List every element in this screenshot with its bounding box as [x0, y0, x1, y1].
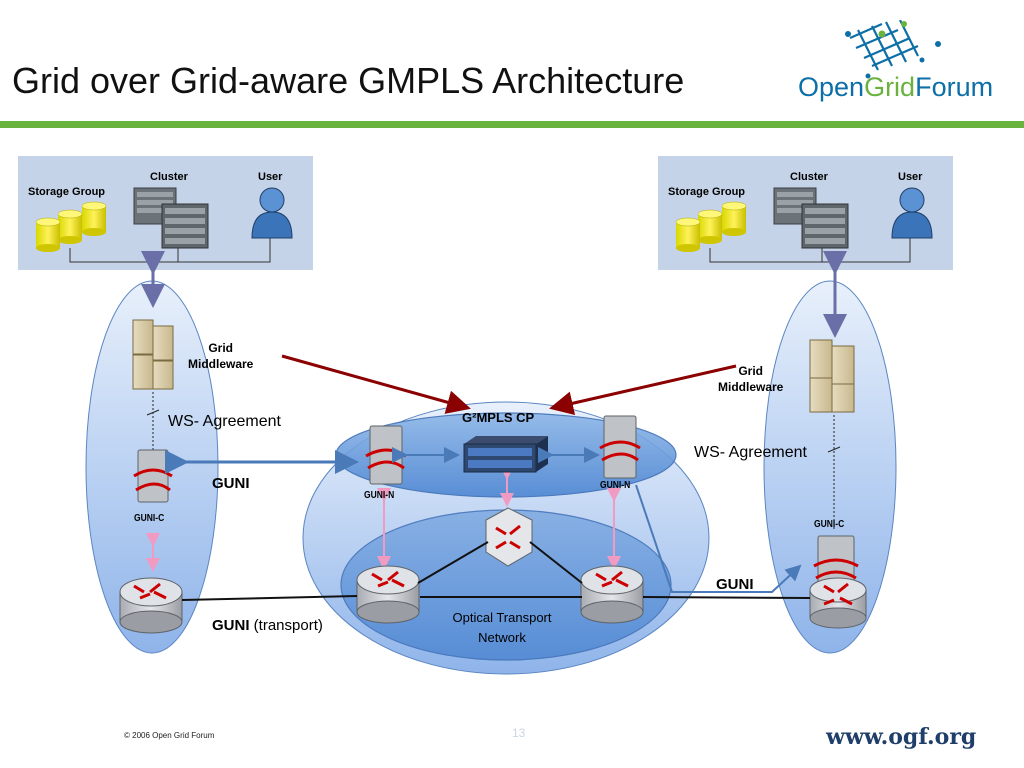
right-middleware-line1: Grid: [738, 364, 764, 378]
header-divider: [0, 121, 1024, 128]
right-user-icon: [891, 187, 933, 239]
left-guni-label: GUNI: [212, 475, 250, 492]
left-client-router-icon: [119, 577, 183, 634]
right-guni-n-label: GUNI-N: [600, 480, 631, 491]
otn-switch-icon: [485, 507, 533, 567]
g2mpls-cp-label: G²MPLS CP: [462, 410, 535, 425]
left-guni-c-label: GUNI-C: [134, 513, 165, 524]
right-client-router-icon: [809, 577, 867, 629]
left-guni-n-icon: [365, 425, 407, 485]
guni-transport-label: GUNI (transport): [212, 617, 323, 634]
left-guni-c-icon: [133, 449, 173, 503]
right-user-label: User: [898, 171, 923, 183]
left-cluster-label: Cluster: [150, 171, 188, 183]
left-middleware-server-icon: [132, 319, 174, 390]
right-guni-n-icon: [599, 415, 641, 479]
left-middleware-label: Grid Middleware: [188, 340, 253, 372]
left-storage-icon: [35, 201, 107, 252]
right-guni-label: GUNI: [716, 576, 754, 593]
g2mpls-cp-device-icon: [463, 436, 548, 473]
grid-logo-icon: [845, 19, 941, 79]
otn-label: Optical Transport Network: [440, 608, 564, 648]
guni-transport-rest: (transport): [249, 617, 323, 634]
otn-router-right-icon: [580, 565, 644, 624]
otn-line2: Network: [478, 630, 526, 645]
left-user-label: User: [258, 171, 283, 183]
logo-word-grid: Grid: [864, 72, 916, 102]
right-storage-icon: [675, 201, 747, 252]
right-storage-label: Storage Group: [668, 186, 746, 198]
left-user-icon: [251, 187, 293, 239]
left-middleware-line1: Grid: [208, 341, 234, 355]
logo-word-forum: Forum: [915, 72, 994, 102]
otn-line1: Optical Transport: [452, 610, 552, 625]
page-number: 13: [512, 726, 526, 740]
right-middleware-server-icon: [809, 339, 855, 413]
guni-transport-bold: GUNI: [212, 617, 250, 634]
slide-title: Grid over Grid-aware GMPLS Architecture: [12, 60, 685, 101]
right-cluster-icon: [773, 187, 849, 249]
logo-word-open: Open: [798, 72, 865, 102]
right-guni-c-label: GUNI-C: [814, 519, 845, 530]
right-middleware-line2: Middleware: [718, 380, 784, 394]
otn-router-left-icon: [356, 565, 420, 624]
left-middleware-line2: Middleware: [188, 357, 254, 371]
copyright-text: © 2006 Open Grid Forum: [124, 731, 215, 740]
left-ws-agreement-label: WS- Agreement: [168, 413, 281, 430]
ogf-logo: OpenGridForum: [798, 19, 993, 110]
right-middleware-label: Grid Middleware: [718, 363, 783, 395]
website-url[interactable]: www.ogf.org: [826, 724, 977, 750]
left-storage-label: Storage Group: [28, 186, 106, 198]
right-cluster-label: Cluster: [790, 171, 828, 183]
right-ws-agreement-label: WS- Agreement: [694, 444, 807, 461]
left-cluster-icon: [133, 187, 209, 249]
left-guni-n-label: GUNI-N: [364, 490, 395, 501]
